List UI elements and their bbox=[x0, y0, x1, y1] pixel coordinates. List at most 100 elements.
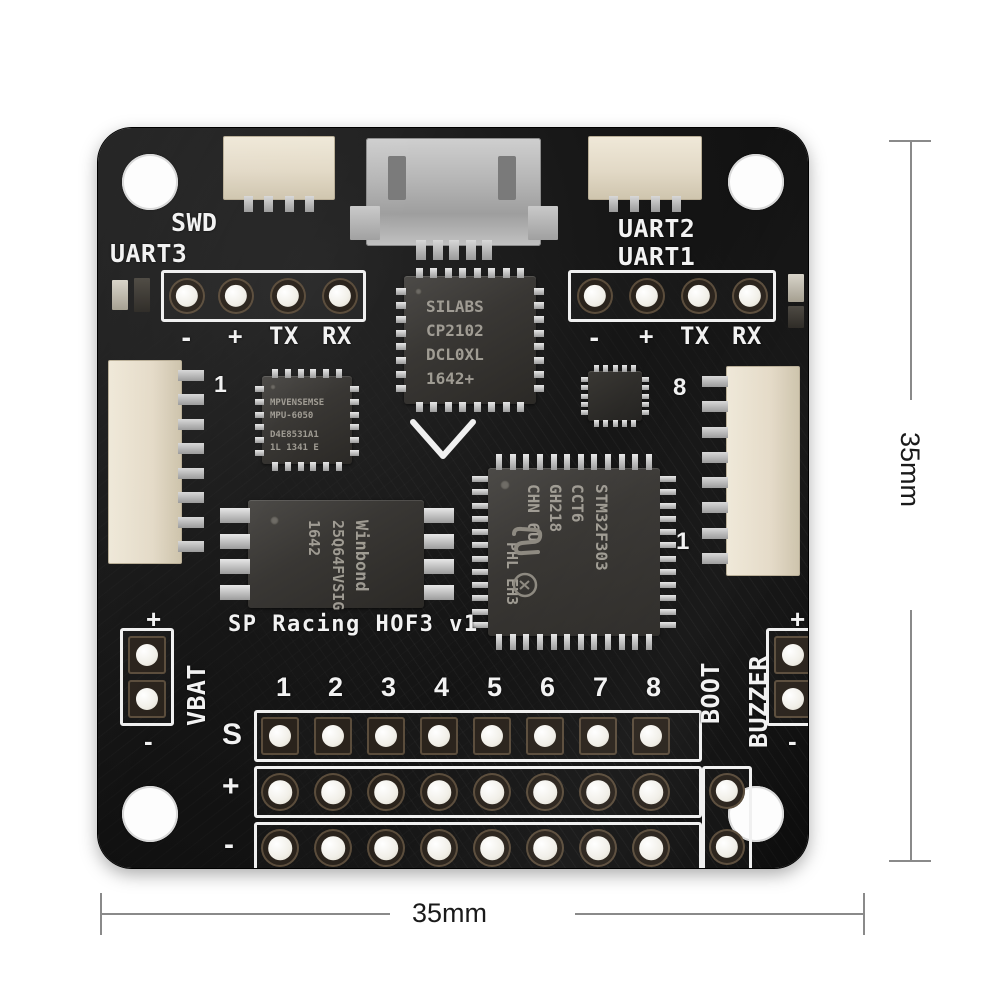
buzzer-pad-plus[interactable] bbox=[774, 636, 808, 674]
usb-slot-left bbox=[388, 156, 406, 200]
motor-pad-m5[interactable] bbox=[473, 829, 511, 867]
motor-pad-p6[interactable] bbox=[526, 773, 564, 811]
vbat-pad-minus[interactable] bbox=[128, 680, 166, 718]
uart1-pinlabel-rx: RX bbox=[732, 322, 762, 350]
uart1-pad-rx[interactable] bbox=[732, 278, 768, 314]
uart1-pad-group[interactable] bbox=[568, 270, 776, 322]
motor-pad-m6[interactable] bbox=[526, 829, 564, 867]
motor-pad-p4[interactable] bbox=[420, 773, 458, 811]
st-logo-icon bbox=[512, 526, 543, 556]
left-connector-pin1-label: 1 bbox=[214, 371, 228, 397]
motor-pad-s4[interactable] bbox=[420, 717, 458, 755]
motor-pad-p3[interactable] bbox=[367, 773, 405, 811]
motor-pad-m3[interactable] bbox=[367, 829, 405, 867]
winbond-marking-line3: 1642 bbox=[305, 520, 323, 557]
stm32f303-marking-line3: GH218 bbox=[546, 484, 565, 533]
boot-pad-group[interactable] bbox=[702, 766, 752, 868]
motor-pad-m2[interactable] bbox=[314, 829, 352, 867]
motor-pad-s7[interactable] bbox=[579, 717, 617, 755]
width-dimension-cap-left bbox=[100, 893, 102, 935]
height-dimension-line-top bbox=[910, 140, 912, 400]
winbond-legs-right bbox=[424, 508, 454, 600]
board-silkscreen-title: SP Racing HOF3 v1 bbox=[228, 612, 479, 637]
motor-pad-m8[interactable] bbox=[632, 829, 670, 867]
cp2102-marking-line4: 1642+ bbox=[426, 369, 475, 388]
uart3-pad-group[interactable] bbox=[161, 270, 366, 322]
motor-pad-s1[interactable] bbox=[261, 717, 299, 755]
winbond-marking-line1: Winbond bbox=[351, 520, 371, 592]
left-side-connector bbox=[108, 360, 182, 564]
smd-resistor-left-a bbox=[112, 280, 128, 310]
cp2102-marking-line2: CP2102 bbox=[426, 321, 484, 340]
swd-label: SWD bbox=[171, 208, 218, 237]
left-side-connector-pins bbox=[178, 370, 204, 552]
motor-number-8: 8 bbox=[646, 672, 662, 702]
winbond-marking-line2: 25Q64FVSIG bbox=[329, 520, 347, 611]
cp2102-legs-right bbox=[534, 288, 544, 392]
motor-pad-p8[interactable] bbox=[632, 773, 670, 811]
motor-pad-row-plus[interactable] bbox=[254, 766, 702, 818]
pcb-board: SWD UART3 UART2 UART1 - + TX RX - + TX R… bbox=[98, 128, 808, 868]
motor-pad-p2[interactable] bbox=[314, 773, 352, 811]
motor-pad-m1[interactable] bbox=[261, 829, 299, 867]
stm32f303-chip: STM32F303 CCT6 GH218 CHN 6U PHL EH3 bbox=[488, 468, 660, 636]
uart3-pad-rx[interactable] bbox=[322, 278, 358, 314]
buzzer-pad-group[interactable] bbox=[766, 628, 808, 726]
motor-pad-row-minus[interactable] bbox=[254, 822, 702, 868]
width-dimension-cap-right bbox=[863, 893, 865, 935]
height-dimension-label: 35mm bbox=[895, 432, 925, 508]
cp2102-legs-left bbox=[396, 288, 406, 392]
uart1-pinlabel-tx: TX bbox=[680, 322, 710, 350]
mounting-hole-top-left bbox=[122, 154, 178, 210]
motor-pad-s6[interactable] bbox=[526, 717, 564, 755]
smd-resistor-right-b bbox=[788, 306, 804, 328]
unmarked-qfn-legs-right bbox=[642, 377, 649, 415]
uart1-pad-gnd[interactable] bbox=[577, 278, 613, 314]
motor-number-3: 3 bbox=[381, 672, 397, 702]
motor-number-6: 6 bbox=[540, 672, 556, 702]
right-side-connector-pins bbox=[702, 376, 728, 564]
cp2102-marking-line3: DCL0XL bbox=[426, 345, 484, 364]
uart3-pinlabel-gnd: - bbox=[179, 324, 194, 352]
usb-signal-pins bbox=[416, 240, 492, 260]
stm32f303-legs-top bbox=[496, 454, 652, 470]
motor-pad-p7[interactable] bbox=[579, 773, 617, 811]
motor-pad-s5[interactable] bbox=[473, 717, 511, 755]
vbat-pad-plus[interactable] bbox=[128, 636, 166, 674]
height-dimension-cap-bottom bbox=[889, 860, 931, 862]
unmarked-qfn-legs-top bbox=[594, 365, 636, 372]
vbat-pad-group[interactable] bbox=[120, 628, 174, 726]
uart1-pad-vcc[interactable] bbox=[629, 278, 665, 314]
uart3-pad-vcc[interactable] bbox=[218, 278, 254, 314]
right-connector-pin8-label: 8 bbox=[673, 374, 687, 401]
motor-pad-s3[interactable] bbox=[367, 717, 405, 755]
uart1-pad-tx[interactable] bbox=[681, 278, 717, 314]
uart3-pinlabel-tx: TX bbox=[269, 322, 299, 350]
motor-pad-m7[interactable] bbox=[579, 829, 617, 867]
vbat-plus-label: + bbox=[146, 604, 162, 634]
motor-pad-p5[interactable] bbox=[473, 773, 511, 811]
motor-pad-row-signal[interactable] bbox=[254, 710, 702, 762]
height-dimension-line-bottom bbox=[910, 610, 912, 862]
motor-pad-s8[interactable] bbox=[632, 717, 670, 755]
width-dimension-line-right bbox=[575, 913, 865, 915]
uart3-pad-tx[interactable] bbox=[270, 278, 306, 314]
uart3-pad-gnd[interactable] bbox=[169, 278, 205, 314]
motor-pad-s2[interactable] bbox=[314, 717, 352, 755]
motor-pad-p1[interactable] bbox=[261, 773, 299, 811]
boot-pad-b[interactable] bbox=[709, 829, 745, 865]
buzzer-pad-minus[interactable] bbox=[774, 680, 808, 718]
mounting-hole-bottom-left bbox=[122, 786, 178, 842]
motor-pad-m4[interactable] bbox=[420, 829, 458, 867]
motor-row-label-minus: - bbox=[224, 828, 235, 861]
boot-pad-a[interactable] bbox=[709, 773, 745, 809]
ce-logo-icon bbox=[512, 572, 538, 598]
mounting-hole-top-right bbox=[728, 154, 784, 210]
stm32f303-legs-bottom bbox=[496, 634, 652, 650]
motor-row-label-plus: + bbox=[222, 770, 240, 803]
stm32f303-marking-line2: CCT6 bbox=[568, 484, 587, 523]
swd-connector-pins bbox=[244, 196, 314, 212]
unmarked-qfn-chip bbox=[588, 371, 642, 421]
uart1-pinlabel-vcc: + bbox=[639, 322, 654, 350]
